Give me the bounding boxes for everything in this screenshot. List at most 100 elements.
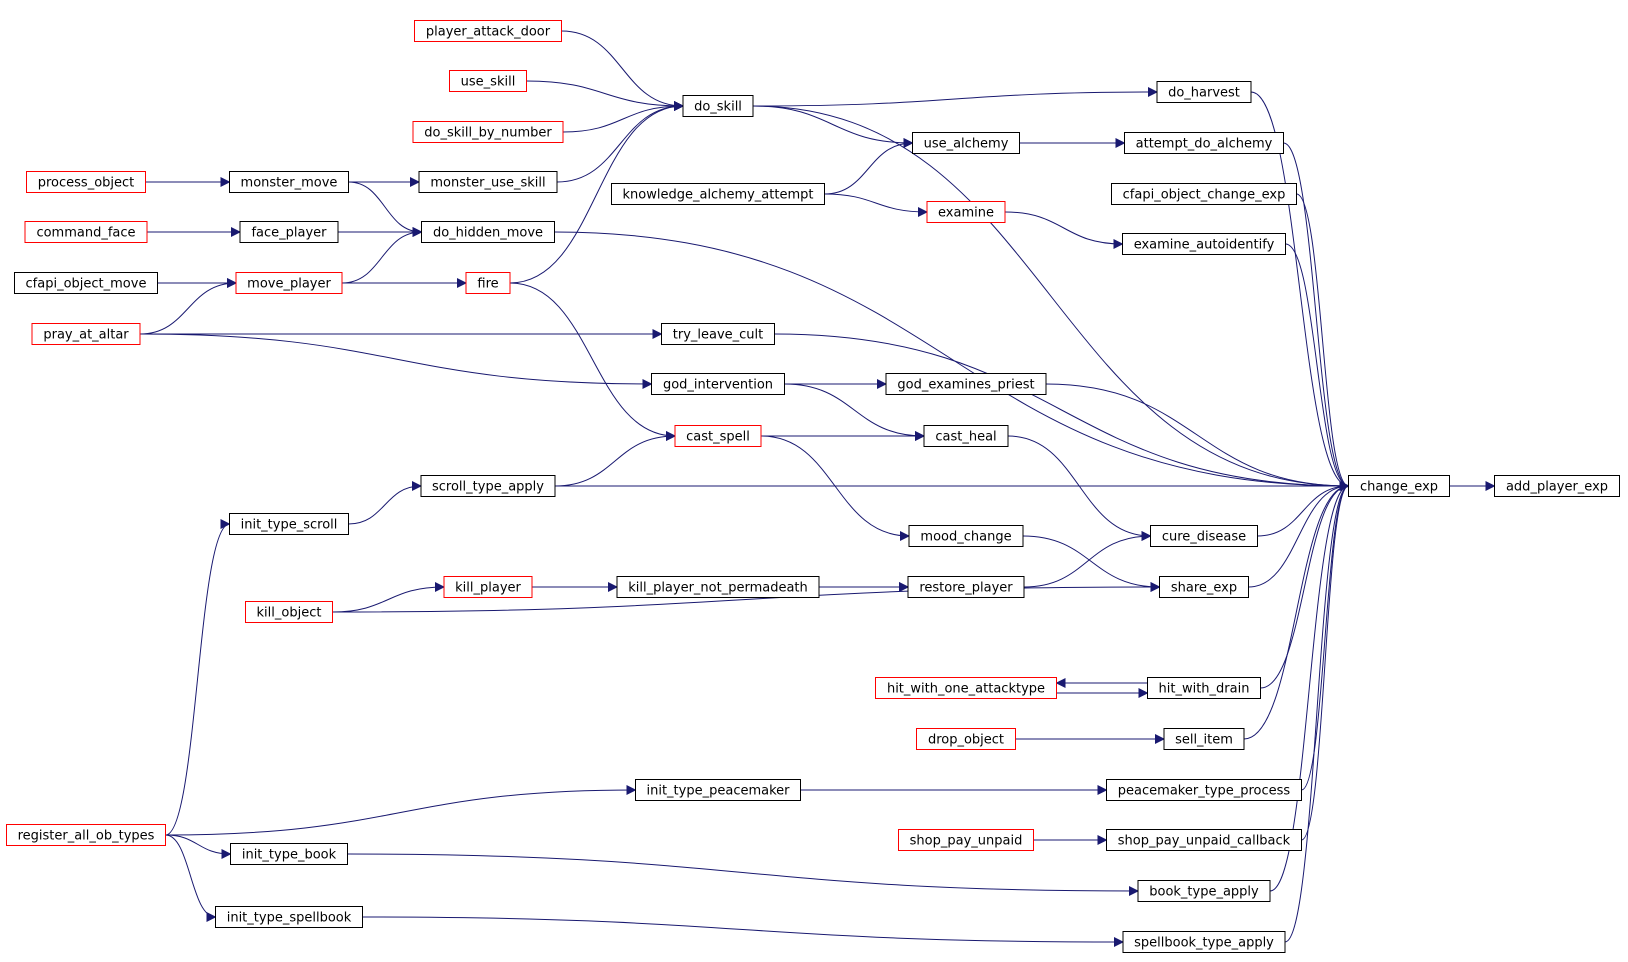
node-player_attack_door[interactable]: player_attack_door [414, 20, 562, 42]
node-init_type_scroll[interactable]: init_type_scroll [229, 513, 349, 535]
node-share_exp[interactable]: share_exp [1159, 576, 1249, 598]
node-init_type_spellbook[interactable]: init_type_spellbook [215, 906, 363, 928]
node-sell_item[interactable]: sell_item [1163, 728, 1245, 750]
node-face_player[interactable]: face_player [239, 221, 339, 243]
node-label: cfapi_object_change_exp [1123, 188, 1286, 203]
node-box [1124, 132, 1284, 154]
node-do_skill[interactable]: do_skill [682, 95, 754, 117]
node-cfapi_object_change_exp[interactable]: cfapi_object_change_exp [1111, 183, 1297, 205]
node-cast_heal[interactable]: cast_heal [923, 425, 1009, 447]
node-box [1494, 475, 1620, 497]
node-try_leave_cult[interactable]: try_leave_cult [661, 323, 775, 345]
node-box [14, 272, 158, 294]
node-box [235, 272, 343, 294]
node-box [6, 824, 166, 846]
node-label: register_all_ob_types [18, 829, 155, 844]
node-cfapi_object_move[interactable]: cfapi_object_move [14, 272, 158, 294]
node-label: use_alchemy [924, 137, 1009, 152]
node-kill_object[interactable]: kill_object [245, 601, 333, 623]
node-god_intervention[interactable]: god_intervention [651, 373, 785, 395]
node-do_skill_by_number[interactable]: do_skill_by_number [412, 121, 564, 143]
node-monster_use_skill[interactable]: monster_use_skill [418, 171, 558, 193]
edge-try_leave_cult-to-change_exp [774, 333, 1350, 491]
edge-peacemaker_type_process-to-change_exp [1301, 481, 1350, 791]
node-box [916, 728, 1016, 750]
node-mood_change[interactable]: mood_change [908, 525, 1024, 547]
node-book_type_apply[interactable]: book_type_apply [1137, 880, 1271, 902]
node-label: scroll_type_apply [432, 480, 544, 495]
node-examine[interactable]: examine [926, 201, 1006, 223]
node-add_player_exp[interactable]: add_player_exp [1494, 475, 1620, 497]
node-cast_spell[interactable]: cast_spell [674, 425, 762, 447]
node-move_player[interactable]: move_player [235, 272, 343, 294]
node-knowledge_alchemy_attempt[interactable]: knowledge_alchemy_attempt [611, 183, 825, 205]
node-box [635, 779, 801, 801]
node-register_all_ob_types[interactable]: register_all_ob_types [6, 824, 166, 846]
edge-pray_at_altar-to-god_intervention [139, 333, 653, 389]
node-change_exp[interactable]: change_exp [1348, 475, 1450, 497]
node-cure_disease[interactable]: cure_disease [1150, 525, 1258, 547]
node-shop_pay_unpaid[interactable]: shop_pay_unpaid [898, 829, 1034, 851]
node-spellbook_type_apply[interactable]: spellbook_type_apply [1122, 931, 1286, 953]
node-do_harvest[interactable]: do_harvest [1156, 81, 1252, 103]
node-shop_pay_unpaid_callback[interactable]: shop_pay_unpaid_callback [1106, 829, 1302, 851]
node-label: shop_pay_unpaid [910, 834, 1023, 849]
node-monster_move[interactable]: monster_move [229, 171, 349, 193]
edge-book_type_apply-to-change_exp [1269, 481, 1350, 892]
node-examine_autoidentify[interactable]: examine_autoidentify [1122, 233, 1286, 255]
node-command_face[interactable]: command_face [24, 221, 148, 243]
node-box [875, 677, 1057, 699]
node-attempt_do_alchemy[interactable]: attempt_do_alchemy [1124, 132, 1284, 154]
node-peacemaker_type_process[interactable]: peacemaker_type_process [1106, 779, 1302, 801]
node-box [674, 425, 762, 447]
node-box [1106, 779, 1302, 801]
node-label: god_intervention [663, 378, 773, 393]
edge-init_type_scroll-to-scroll_type_apply [348, 481, 422, 525]
node-label: examine_autoidentify [1134, 238, 1275, 253]
node-label: try_leave_cult [673, 328, 764, 343]
edge-register_all_ob_types-to-init_type_spellbook [165, 834, 217, 922]
node-hit_with_drain[interactable]: hit_with_drain [1147, 677, 1261, 699]
node-label: command_face [36, 226, 135, 241]
edge-do_hidden_move-to-change_exp [554, 231, 1350, 491]
edge-shop_pay_unpaid_callback-to-change_exp [1301, 481, 1350, 841]
node-box [443, 576, 533, 598]
node-process_object[interactable]: process_object [26, 171, 146, 193]
node-use_skill[interactable]: use_skill [449, 70, 527, 92]
node-label: init_type_spellbook [227, 911, 352, 926]
node-box [885, 373, 1047, 395]
nodes-layer: add_player_exp change_exp do_harvestattemp… [6, 20, 1620, 953]
edge-sell_item-to-change_exp [1243, 481, 1350, 740]
edge-hit_with_drain-to-change_exp [1260, 481, 1350, 689]
node-label: cast_spell [686, 430, 750, 445]
edge-move_player-to-do_hidden_move [341, 227, 423, 284]
node-kill_player[interactable]: kill_player [443, 576, 533, 598]
node-label: init_type_scroll [241, 518, 338, 533]
node-god_examines_priest[interactable]: god_examines_priest [885, 373, 1047, 395]
node-scroll_type_apply[interactable]: scroll_type_apply [420, 475, 556, 497]
node-label: examine [938, 206, 994, 221]
node-box [898, 829, 1034, 851]
node-pray_at_altar[interactable]: pray_at_altar [31, 323, 141, 345]
node-hit_with_one_attacktype[interactable]: hit_with_one_attacktype [875, 677, 1057, 699]
node-restore_player[interactable]: restore_player [907, 576, 1025, 598]
node-box [24, 221, 148, 243]
node-kill_player_not_permadeath[interactable]: kill_player_not_permadeath [616, 576, 820, 598]
node-do_hidden_move[interactable]: do_hidden_move [421, 221, 555, 243]
node-drop_object[interactable]: drop_object [916, 728, 1016, 750]
node-box [418, 171, 558, 193]
edge-init_type_spellbook-to-spellbook_type_apply [362, 916, 1124, 947]
node-box [907, 576, 1025, 598]
node-box [908, 525, 1024, 547]
node-use_alchemy[interactable]: use_alchemy [912, 132, 1020, 154]
node-box [1137, 880, 1271, 902]
node-box [1150, 525, 1258, 547]
node-init_type_peacemaker[interactable]: init_type_peacemaker [635, 779, 801, 801]
node-box [1147, 677, 1261, 699]
node-fire[interactable]: fire [465, 272, 511, 294]
node-label: spellbook_type_apply [1134, 936, 1274, 951]
node-init_type_book[interactable]: init_type_book [230, 843, 348, 865]
node-label: process_object [38, 176, 135, 191]
edge-spellbook_type_apply-to-change_exp [1284, 481, 1350, 943]
edge-cure_disease-to-change_exp [1257, 481, 1350, 537]
